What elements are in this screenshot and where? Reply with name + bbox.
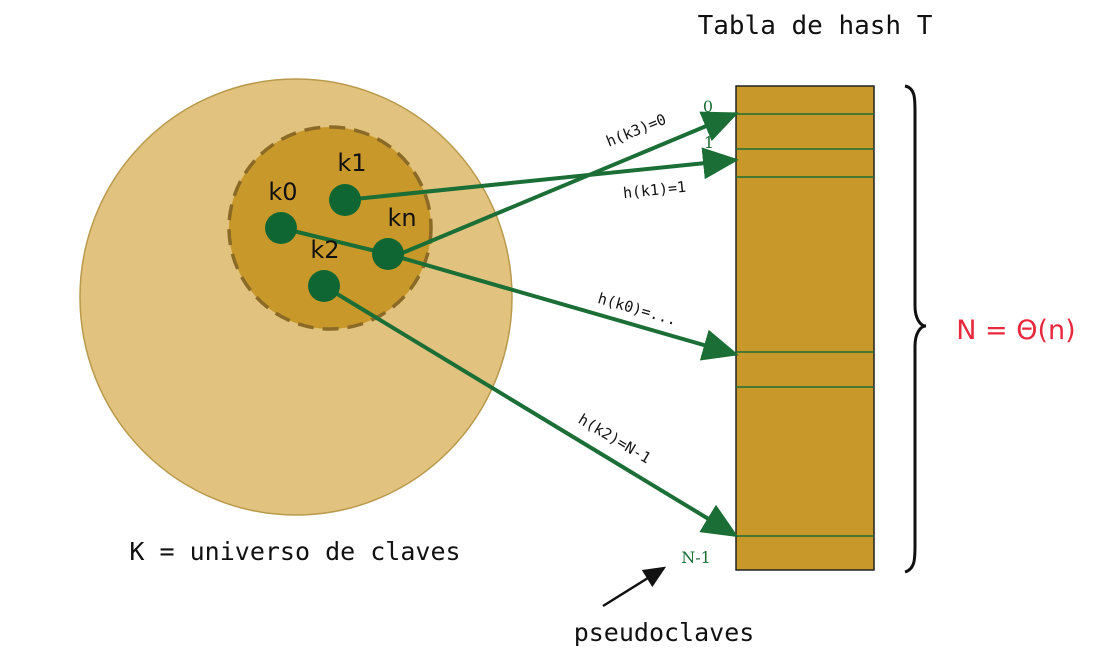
slot-label-1: 1 bbox=[704, 133, 714, 152]
size-label: N = Θ(n) bbox=[956, 315, 1075, 346]
key-label-k1: k1 bbox=[337, 149, 366, 177]
key-dot-kn bbox=[372, 238, 404, 270]
hash-table-body bbox=[735, 85, 875, 571]
slot-label-0: 0 bbox=[703, 97, 713, 116]
arrow-label-k1: h(k1)=1 bbox=[622, 178, 687, 203]
key-dot-k2 bbox=[308, 270, 340, 302]
slot-label-n-1: N-1 bbox=[681, 548, 711, 567]
key-label-kn: kn bbox=[387, 204, 416, 232]
arrow-label-k2: h(k2)=N-1 bbox=[575, 410, 654, 467]
arrow-label-k0: h(k0)=... bbox=[596, 289, 679, 329]
key-dot-k0 bbox=[265, 212, 297, 244]
key-label-k0: k0 bbox=[268, 178, 297, 206]
hash-arrow-k2 bbox=[322, 284, 739, 538]
hash-arrow-k3 bbox=[399, 111, 739, 256]
size-brace bbox=[904, 84, 927, 574]
hash-arrow-k1 bbox=[344, 147, 739, 202]
pseudo-label: pseudoclaves bbox=[574, 618, 755, 647]
hash-arrow-k0 bbox=[387, 252, 739, 361]
hash-arrow-k0-to-kn bbox=[280, 226, 389, 256]
used-keys-circle bbox=[227, 125, 433, 331]
hash-table bbox=[735, 85, 875, 571]
pseudo-arrow bbox=[602, 566, 667, 608]
key-dot-k1 bbox=[329, 184, 361, 216]
key-label-k2: k2 bbox=[310, 236, 339, 264]
table-title: Tabla de hash T bbox=[698, 11, 933, 41]
universe-label: K = universo de claves bbox=[129, 537, 460, 566]
